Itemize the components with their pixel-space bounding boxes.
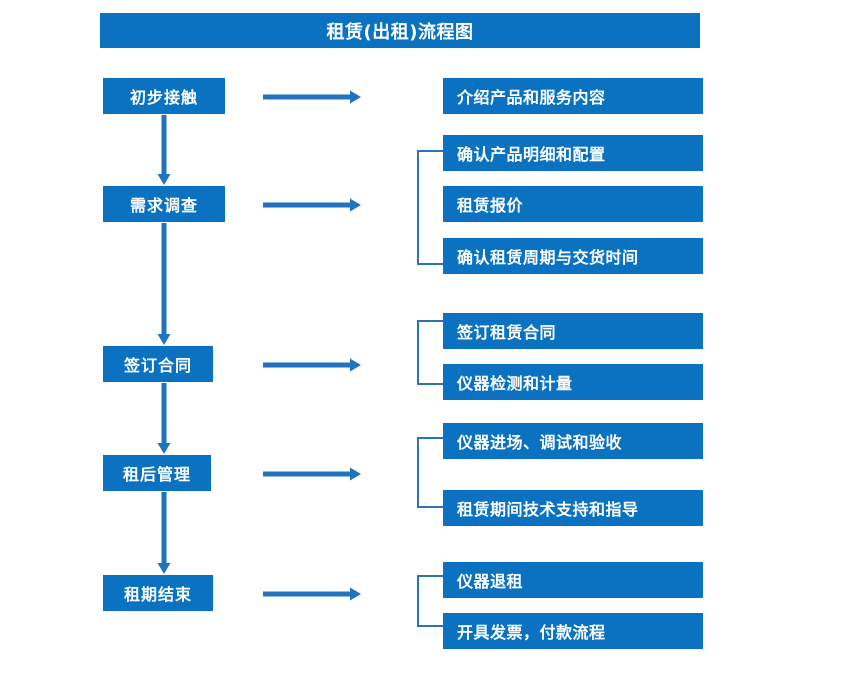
detail-box-5-1[interactable]: 仪器退租 (443, 562, 703, 598)
detail-box-3-1[interactable]: 签订租赁合同 (443, 313, 703, 349)
arrow-to-details-2 (263, 197, 361, 212)
stage-label: 租后管理 (122, 465, 191, 484)
detail-box-4-2[interactable]: 租赁期间技术支持和指导 (443, 490, 703, 526)
detail-label: 签订租赁合同 (457, 323, 557, 342)
detail-label: 租赁报价 (457, 196, 524, 215)
detail-label: 确认租赁周期与交货时间 (457, 248, 639, 267)
detail-box-2-3[interactable]: 确认租赁周期与交货时间 (443, 238, 703, 274)
arrow-to-details-3 (263, 357, 361, 372)
arrow-stage-2-to-3 (157, 223, 171, 345)
group-bracket-2 (417, 150, 443, 265)
arrow-stage-4-to-5 (157, 492, 171, 574)
group-bracket-3 (417, 320, 443, 385)
stage-label: 初步接触 (129, 88, 198, 107)
stage-label: 需求调查 (129, 196, 198, 215)
group-bracket-4 (417, 437, 443, 508)
detail-label: 开具发票，付款流程 (457, 623, 606, 642)
arrow-to-details-5 (263, 586, 361, 601)
detail-label: 仪器检测和计量 (457, 374, 573, 393)
arrow-to-details-4 (263, 466, 361, 481)
stage-box-5[interactable]: 租期结束 (103, 575, 213, 611)
page-title: 租赁(出租)流程图 (100, 13, 700, 48)
detail-label: 仪器进场、调试和验收 (457, 433, 623, 452)
detail-box-1-1[interactable]: 介绍产品和服务内容 (443, 78, 703, 114)
detail-box-2-2[interactable]: 租赁报价 (443, 186, 703, 222)
detail-label: 确认产品明细和配置 (457, 145, 606, 164)
stage-box-3[interactable]: 签订合同 (103, 346, 213, 382)
detail-box-4-1[interactable]: 仪器进场、调试和验收 (443, 423, 703, 459)
detail-label: 租赁期间技术支持和指导 (457, 500, 639, 519)
detail-box-5-2[interactable]: 开具发票，付款流程 (443, 613, 703, 649)
arrow-stage-3-to-4 (157, 383, 171, 454)
arrow-to-details-1 (263, 89, 361, 104)
stage-box-2[interactable]: 需求调查 (103, 186, 225, 222)
stage-label: 签订合同 (123, 356, 192, 375)
stage-label: 租期结束 (123, 585, 192, 604)
group-bracket-5 (417, 575, 443, 627)
stage-box-1[interactable]: 初步接触 (103, 78, 225, 114)
detail-box-2-1[interactable]: 确认产品明细和配置 (443, 135, 703, 171)
detail-label: 介绍产品和服务内容 (457, 88, 606, 107)
stage-box-4[interactable]: 租后管理 (103, 455, 211, 491)
detail-box-3-2[interactable]: 仪器检测和计量 (443, 364, 703, 400)
detail-label: 仪器退租 (457, 572, 524, 591)
arrow-stage-1-to-2 (157, 115, 171, 185)
